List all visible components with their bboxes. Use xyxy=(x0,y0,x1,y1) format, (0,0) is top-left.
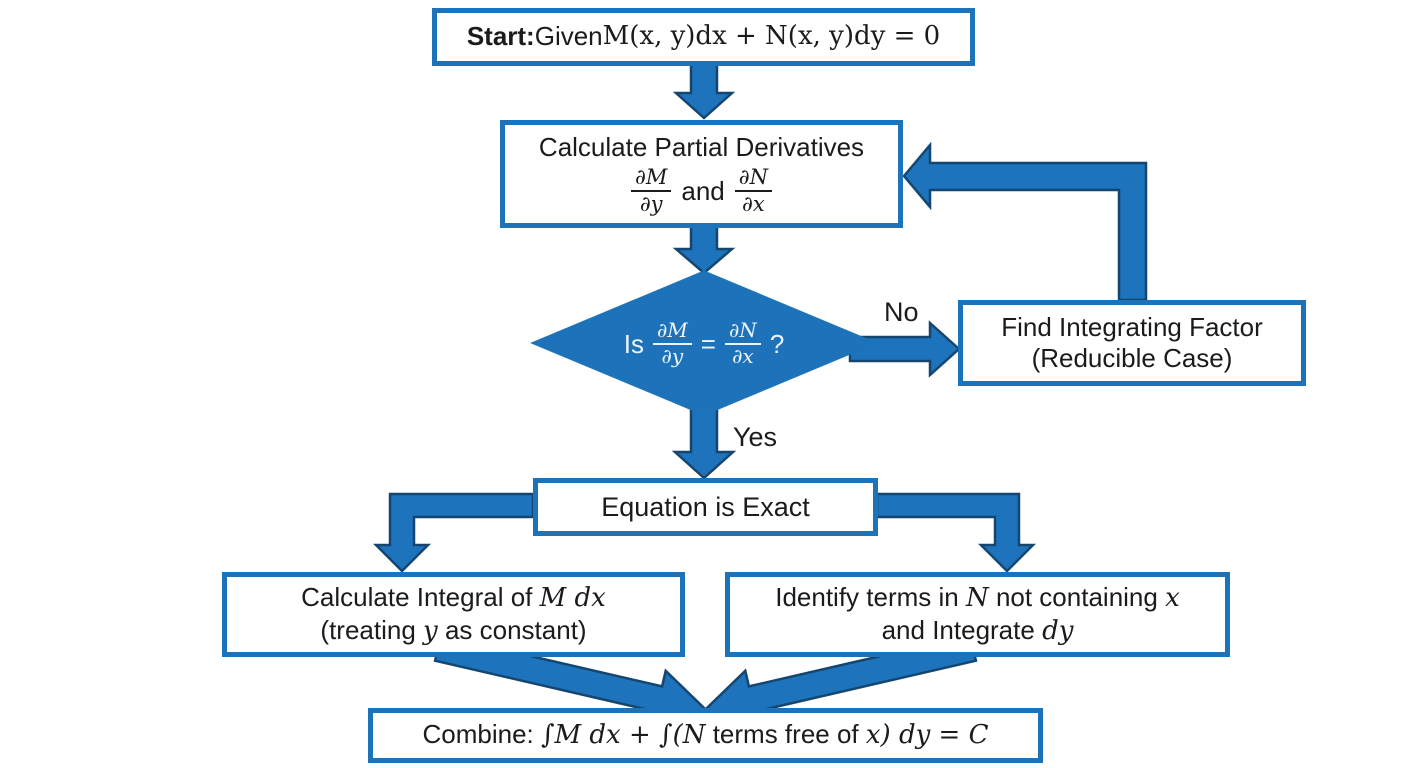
arrow-exact-to-identify xyxy=(875,492,1037,573)
identify-n-line2-math: dy xyxy=(1042,615,1074,646)
integral-m-node: Calculate Integral of M dx (treating y a… xyxy=(222,572,685,657)
yes-label: Yes xyxy=(733,422,778,452)
partial-derivatives-node: Calculate Partial Derivatives ∂M ∂y and … xyxy=(500,120,903,228)
decision-diamond xyxy=(530,270,878,416)
partials-frac-dndx: ∂N ∂x xyxy=(734,166,772,215)
decision-label: Is ∂M ∂y = ∂N ∂x ? xyxy=(574,296,834,392)
equation-exact-node: Equation is Exact xyxy=(533,478,878,536)
factor-line1: Find Integrating Factor xyxy=(1001,311,1263,342)
integral-m-math: M dx xyxy=(539,583,606,614)
decision-frac-dndx: ∂N ∂x xyxy=(724,320,761,367)
decision-prefix: Is xyxy=(623,328,644,359)
factor-line2: (Reducible Case) xyxy=(1031,343,1233,373)
integral-m-line2-pre: (treating xyxy=(320,614,424,645)
combine-math1: ∫M dx + ∫(N xyxy=(540,720,706,751)
identify-n-line2-pre: and Integrate xyxy=(881,614,1043,645)
arrow-exact-to-integral xyxy=(372,492,535,573)
decision-question-mark: ? xyxy=(769,328,785,359)
arrow-factor-loop-back xyxy=(902,141,1148,302)
integral-m-line2: (treating y as constant) xyxy=(320,615,586,647)
combine-math2: x) dy = C xyxy=(865,720,989,751)
identify-n-line1: Identify terms in N not containing x xyxy=(775,582,1180,614)
start-equation: M(x, y)dx + N(x, y)dy = 0 xyxy=(602,21,941,52)
start-given: Given xyxy=(534,21,603,52)
integral-m-line1: Calculate Integral of M dx xyxy=(301,582,606,614)
no-label: No xyxy=(884,297,919,327)
exact-label: Equation is Exact xyxy=(601,491,810,522)
decision-frac-dmdy: ∂M ∂y xyxy=(652,320,692,367)
arrow-start-to-partials xyxy=(672,58,736,120)
integral-m-line2-math: y xyxy=(423,615,438,646)
identify-n-mid: not containing xyxy=(988,582,1166,613)
identify-n-pre: Identify terms in xyxy=(775,582,966,613)
identify-n-line2: and Integrate dy xyxy=(882,615,1074,647)
start-prefix: Start: xyxy=(466,21,535,52)
combine-node: Combine: ∫M dx + ∫(N terms free of x) dy… xyxy=(368,708,1043,763)
integral-m-text: Calculate Integral of xyxy=(301,582,540,613)
arrow-decision-no xyxy=(848,320,961,378)
combine-label: Combine: ∫M dx + ∫(N terms free of x) dy… xyxy=(422,719,988,751)
combine-prefix: Combine: xyxy=(422,719,541,750)
partials-title: Calculate Partial Derivatives xyxy=(538,132,865,163)
decision-equals: = xyxy=(700,328,716,359)
partials-frac-dmdy: ∂M ∂y xyxy=(631,166,672,215)
combine-mid: terms free of xyxy=(705,719,866,750)
identify-n-node: Identify terms in N not containing x and… xyxy=(725,572,1230,657)
partials-and: and xyxy=(681,175,725,206)
start-node: Start: Given M(x, y)dx + N(x, y)dy = 0 xyxy=(432,8,975,66)
start-node-label: Start: Given M(x, y)dx + N(x, y)dy = 0 xyxy=(467,21,940,52)
integral-m-line2-post: as constant) xyxy=(437,614,587,645)
arrow-partials-to-decision xyxy=(672,220,736,275)
identify-n-math-n: N xyxy=(965,583,989,614)
identify-n-math-x: x xyxy=(1165,583,1180,614)
partials-fractions: ∂M ∂y and ∂N ∂x xyxy=(631,166,772,215)
integrating-factor-node: Find Integrating Factor (Reducible Case) xyxy=(958,300,1306,386)
